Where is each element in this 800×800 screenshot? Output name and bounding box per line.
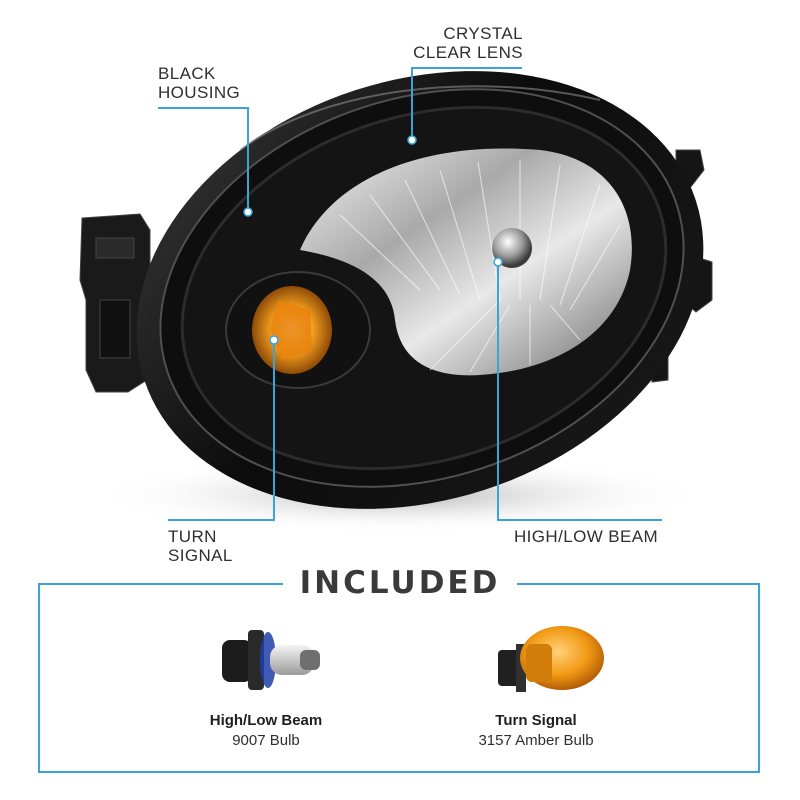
turn-leader [168,340,275,521]
highlow-leader [497,262,662,521]
included-item-name-2: Turn Signal [495,712,577,729]
bulb-9007-image [222,630,320,690]
housing-callout-line2: HOUSING [158,83,241,102]
turn-signal-callout-line2: SIGNAL [168,546,233,565]
lens-callout-line2: CLEAR LENS [413,43,523,62]
bulb-3157-image [498,626,604,692]
lens-callout-line1: CRYSTAL [443,24,523,43]
reflector-facets [339,160,621,373]
turn-signal-inner [270,300,312,360]
turn-signal-callout-line1: TURN [168,527,217,546]
housing-leader [158,107,249,210]
included-box [38,583,760,773]
housing-callout-line1: BLACK [158,64,216,83]
high-low-callout-line1: HIGH/LOW BEAM [514,527,659,546]
lens-leader [411,67,522,138]
turn-signal-callout: TURN SIGNAL [168,527,233,565]
callout-dots [243,135,503,345]
included-item-desc-2: 3157 Amber Bulb [478,732,594,749]
included-item-name-1: High/Low Beam [209,712,323,729]
high-low-bulb-cap [492,228,532,268]
mounting-bracket [79,213,151,393]
included-item-desc-1: 9007 Bulb [232,732,300,749]
included-title: INCLUDED [283,562,517,604]
housing-callout: BLACK HOUSING [158,64,240,102]
high-low-callout: HIGH/LOW BEAM [514,527,658,546]
lens-callout: CRYSTAL CLEAR LENS [413,24,523,62]
lens-highlight [239,85,601,151]
callout-lines [158,67,662,521]
reflector-bowl [300,148,632,376]
